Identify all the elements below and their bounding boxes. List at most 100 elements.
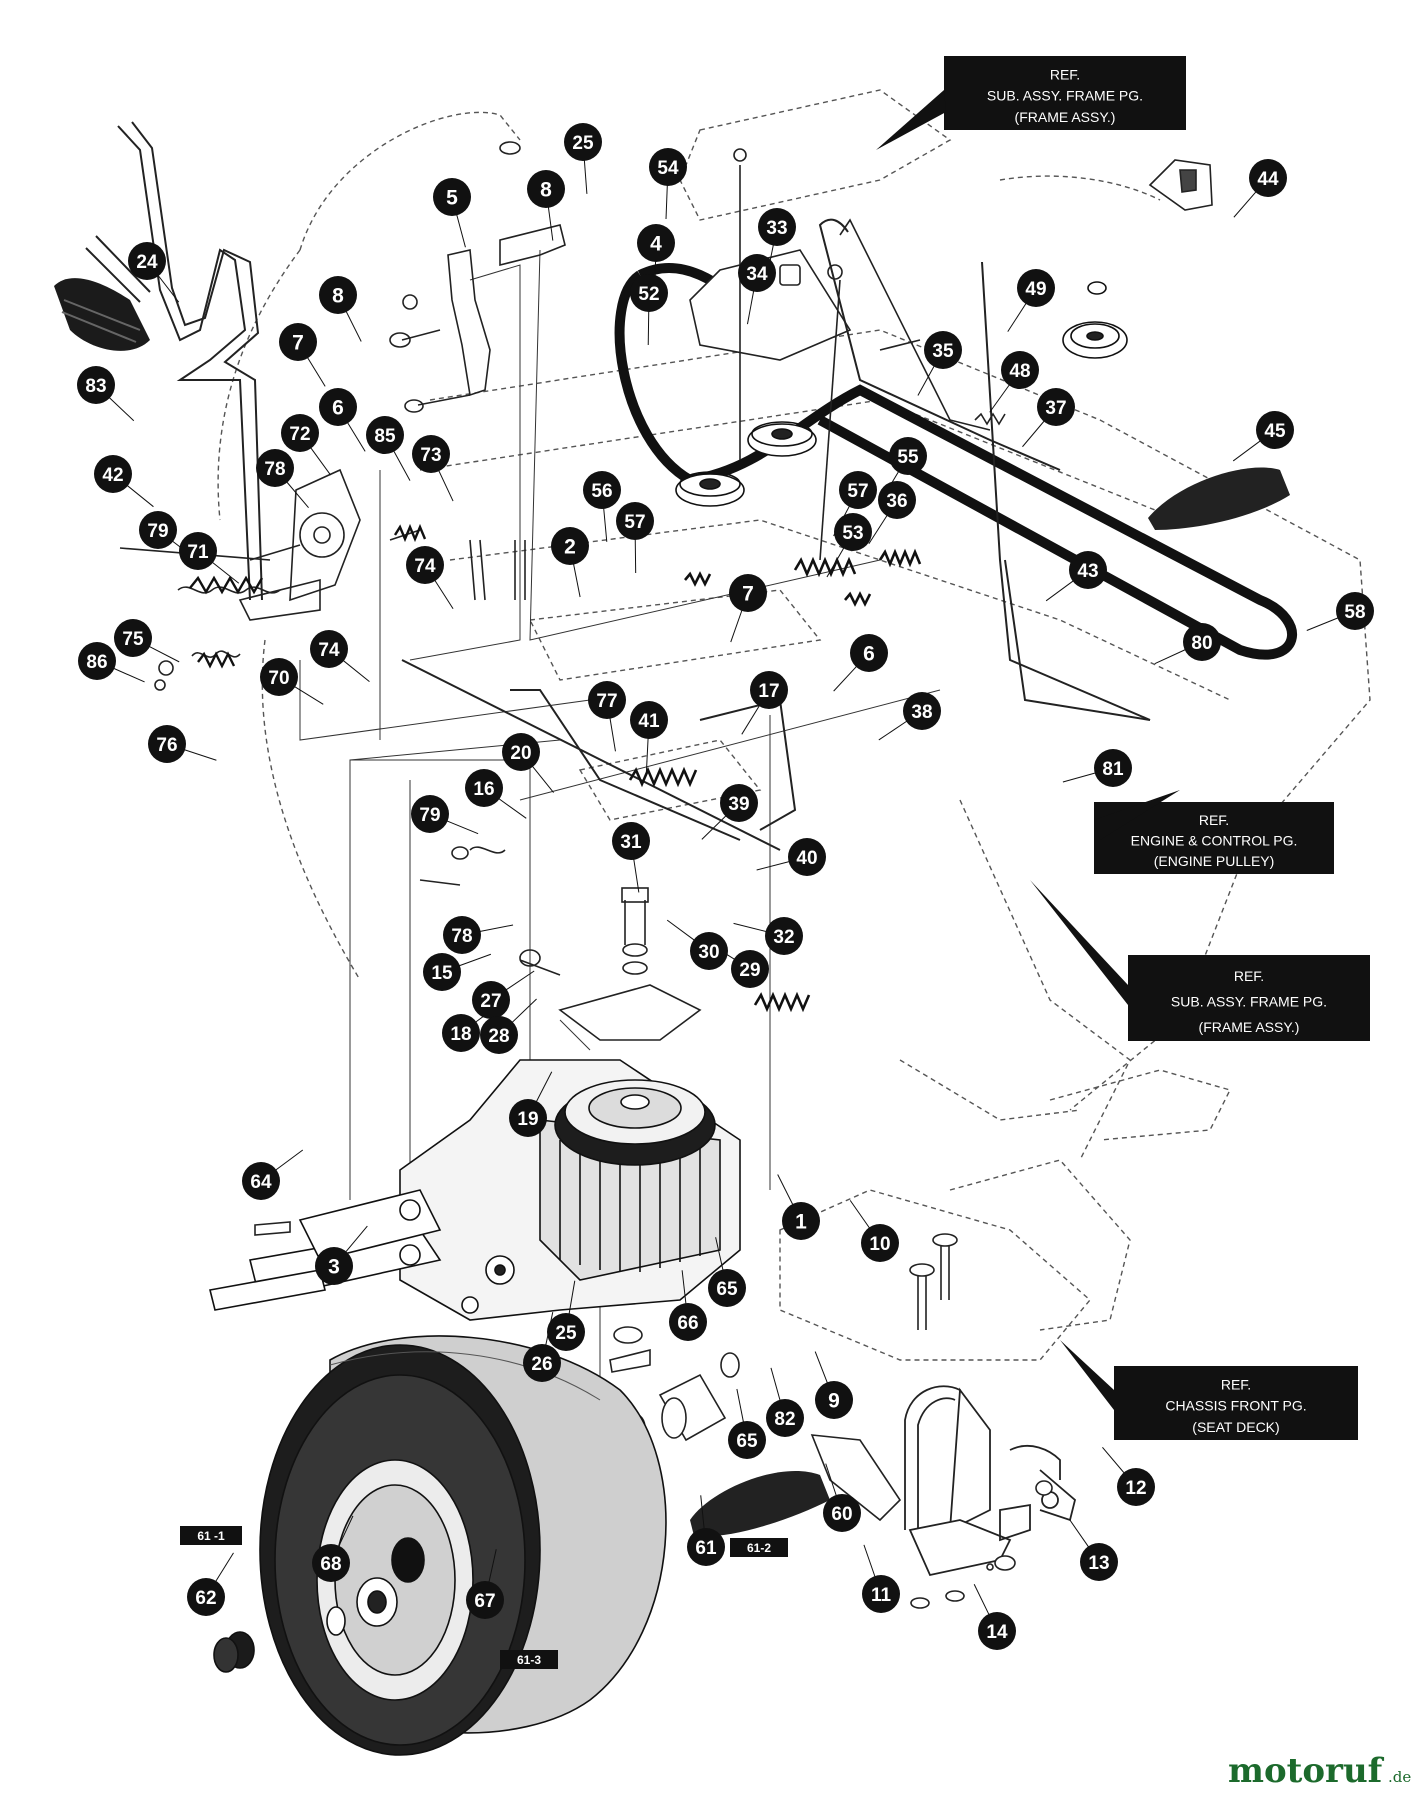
callout-number: 39 bbox=[728, 794, 749, 815]
callout-bubble bbox=[1080, 1543, 1118, 1581]
callout-49: 49 bbox=[1017, 269, 1055, 307]
callout-number: 53 bbox=[842, 523, 863, 544]
callout-bubble bbox=[310, 630, 348, 668]
callout-bubble bbox=[924, 331, 962, 369]
callout-83: 83 bbox=[77, 366, 115, 404]
ref-chassis-box: REF.CHASSIS FRONT PG.(SEAT DECK) bbox=[1114, 1366, 1358, 1440]
callout-65: 65 bbox=[708, 1269, 746, 1307]
callout-number: 25 bbox=[572, 133, 594, 154]
callout-bubble bbox=[480, 1016, 518, 1054]
callout-70: 70 bbox=[260, 658, 298, 696]
callout-number: 68 bbox=[320, 1554, 341, 1575]
watermark-brand: motoruf bbox=[1228, 1751, 1385, 1791]
callout-58: 58 bbox=[1336, 592, 1374, 630]
leader-line bbox=[573, 563, 581, 598]
callout-number: 42 bbox=[102, 465, 123, 486]
callout-45: 45 bbox=[1256, 411, 1294, 449]
callout-bubble bbox=[758, 208, 796, 246]
callout-number: 80 bbox=[1191, 633, 1212, 654]
tension-springs bbox=[628, 548, 922, 1013]
callout-bubble bbox=[861, 1224, 899, 1262]
callout-bubble bbox=[423, 953, 461, 991]
callout-32: 32 bbox=[765, 917, 803, 955]
callout-60: 60 bbox=[823, 1494, 861, 1532]
callout-8: 8 bbox=[319, 276, 357, 314]
callout-number: 61 bbox=[695, 1538, 717, 1559]
callout-bubble bbox=[612, 822, 650, 860]
idler-pulley-48 bbox=[1062, 281, 1128, 359]
leader-line bbox=[479, 924, 514, 933]
callout-17: 17 bbox=[750, 671, 788, 709]
callout-bubble bbox=[465, 769, 503, 807]
leader-line bbox=[645, 737, 649, 772]
callout-bubble bbox=[312, 1544, 350, 1582]
leader-line bbox=[157, 274, 180, 303]
callout-68: 68 bbox=[312, 1544, 350, 1582]
callout-bubble bbox=[148, 725, 186, 763]
tag-label: 61-3 bbox=[500, 1650, 558, 1669]
leader-line bbox=[126, 484, 154, 508]
ref-line: CHASSIS FRONT PG. bbox=[1165, 1398, 1306, 1414]
callout-number: 7 bbox=[292, 332, 304, 355]
callout-74: 74 bbox=[406, 546, 444, 584]
callout-number: 83 bbox=[85, 376, 106, 397]
callout-bubble bbox=[1069, 551, 1107, 589]
callout-34: 34 bbox=[738, 254, 776, 292]
callout-number: 38 bbox=[911, 702, 932, 723]
callout-number: 19 bbox=[517, 1109, 538, 1130]
leader-line bbox=[741, 705, 761, 735]
leader-line bbox=[609, 717, 616, 752]
callout-number: 16 bbox=[473, 779, 494, 800]
callout-number: 6 bbox=[863, 643, 875, 666]
leader-line bbox=[306, 357, 326, 387]
callout-64: 64 bbox=[242, 1162, 280, 1200]
callout-bubble bbox=[472, 981, 510, 1019]
tag-text: 61-2 bbox=[747, 1541, 771, 1555]
watermark: motoruf .de bbox=[1228, 1751, 1411, 1791]
pedal-60 bbox=[810, 1434, 902, 1522]
callout-29: 29 bbox=[731, 950, 769, 988]
leader-line bbox=[488, 1549, 497, 1583]
callout-number: 56 bbox=[591, 481, 612, 502]
leader-line bbox=[715, 1237, 724, 1271]
callout-73: 73 bbox=[412, 435, 450, 473]
callout-number: 37 bbox=[1045, 398, 1066, 419]
leader-line bbox=[583, 159, 588, 194]
leader-line bbox=[310, 447, 332, 476]
callout-71: 71 bbox=[179, 532, 217, 570]
callout-number: 17 bbox=[758, 681, 779, 702]
callout-bubble bbox=[366, 416, 404, 454]
callout-number: 78 bbox=[264, 459, 285, 480]
callout-number: 2 bbox=[564, 536, 576, 559]
callout-number: 26 bbox=[531, 1354, 552, 1375]
callout-number: 55 bbox=[897, 447, 919, 468]
callout-bubble bbox=[78, 642, 116, 680]
leader-line bbox=[917, 365, 935, 396]
lift-springs-left bbox=[189, 523, 427, 669]
callout-bubble bbox=[128, 242, 166, 280]
leader-line bbox=[286, 481, 309, 509]
leader-line bbox=[849, 1200, 871, 1229]
callout-number: 62 bbox=[195, 1588, 216, 1609]
callout-number: 74 bbox=[414, 556, 436, 577]
leader-line bbox=[733, 922, 767, 933]
ref-frame-top-box: REF.SUB. ASSY. FRAME PG.(FRAME ASSY.) bbox=[944, 56, 1186, 130]
callout-number: 41 bbox=[638, 711, 660, 732]
leader-line bbox=[814, 1351, 828, 1384]
callout-62: 62 bbox=[187, 1578, 225, 1616]
callout-25: 25 bbox=[547, 1313, 585, 1351]
callout-bubble bbox=[690, 932, 728, 970]
callout-bubble bbox=[978, 1612, 1016, 1650]
leader-line bbox=[700, 1495, 705, 1530]
callout-number: 8 bbox=[540, 179, 552, 202]
callout-number: 33 bbox=[766, 218, 787, 239]
callout-bubble bbox=[815, 1381, 853, 1419]
leader-line bbox=[108, 397, 135, 422]
ref-line: REF. bbox=[1199, 812, 1229, 828]
callout-number: 3 bbox=[328, 1256, 340, 1279]
callout-10: 10 bbox=[861, 1224, 899, 1262]
leader-line bbox=[1062, 772, 1096, 783]
callout-number: 15 bbox=[431, 963, 453, 984]
leader-line bbox=[294, 686, 324, 705]
callout-33: 33 bbox=[758, 208, 796, 246]
